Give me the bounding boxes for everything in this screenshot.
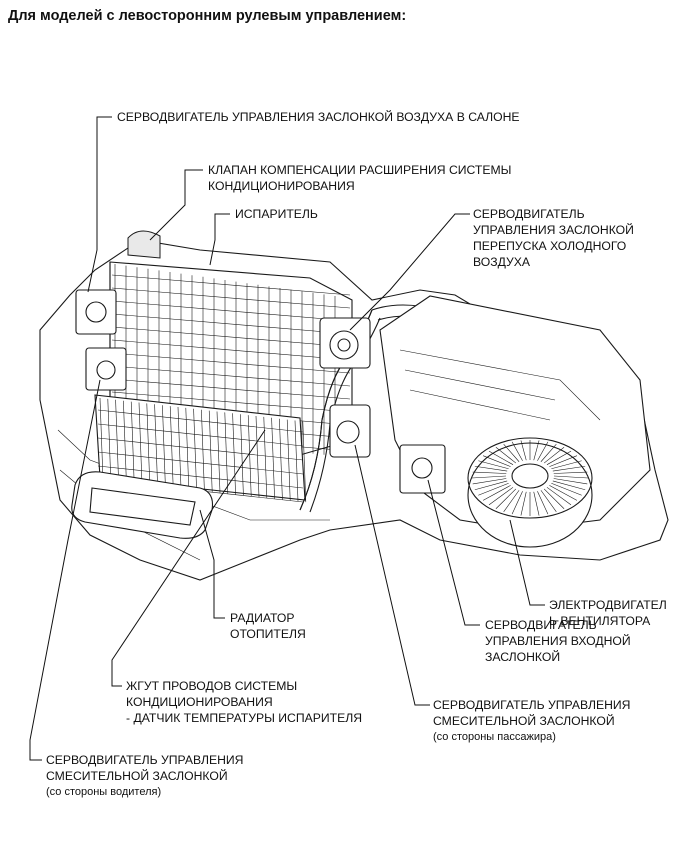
drawing-stroke <box>111 326 351 348</box>
drawing-stroke <box>478 482 509 496</box>
drawing-stroke <box>546 487 572 506</box>
drawing-stroke <box>271 417 275 499</box>
passenger-mix-servo-part <box>329 404 371 458</box>
label-evaporator: ИСПАРИТЕЛЬ <box>235 207 318 221</box>
drawing-stroke <box>543 488 565 509</box>
drawing-stroke <box>551 460 582 470</box>
label-blower-motor: ЭЛЕКТРОДВИГАТЕЛ Ь ВЕНТИЛЯТОРА <box>549 598 667 628</box>
drawing-stroke <box>503 490 520 513</box>
drawing-stroke <box>286 419 291 501</box>
drawing-stroke <box>279 418 283 500</box>
drawing-stroke <box>478 460 509 470</box>
inlet-damper-servo-part <box>399 444 446 494</box>
drawing-stroke <box>482 485 511 501</box>
drawing-stroke <box>474 480 508 491</box>
drawing-stroke <box>552 465 586 472</box>
drawing-stroke <box>511 491 523 515</box>
drawing-stroke <box>488 450 514 465</box>
drawing-stroke <box>511 441 523 461</box>
cold-bypass-servo-part <box>319 317 371 369</box>
drawing-stroke <box>553 475 589 479</box>
drawing-stroke <box>520 440 527 461</box>
drawing-stroke <box>111 365 351 387</box>
label-expansion-valve: КЛАПАН КОМПЕНСАЦИИ РАСШИРЕНИЯ СИСТЕМЫ КО… <box>208 163 512 193</box>
label-inlet-damper-servo: СЕРВОДВИГАТЕЛЬ УПРАВЛЕНИЯ ВХОДНОЙ ЗАСЛОН… <box>485 618 631 664</box>
drawing-stroke <box>495 447 517 464</box>
drawing-stroke <box>111 274 351 296</box>
drawing-stroke <box>294 420 299 502</box>
drawing-stroke <box>553 471 588 474</box>
front-duct <box>71 471 214 539</box>
drawing-stroke <box>111 339 351 361</box>
driver-mix-servo-part <box>85 347 127 391</box>
drawing-stroke <box>546 450 572 465</box>
drawing-stroke <box>111 378 351 400</box>
drawing-stroke <box>495 488 517 509</box>
drawing-stroke <box>540 490 557 513</box>
drawing-stroke <box>549 485 578 501</box>
leader-lines <box>29 116 545 761</box>
drawing-stroke <box>111 352 351 374</box>
drawing-stroke <box>97 423 304 447</box>
page-title: Для моделей с левосторонним рулевым упра… <box>8 8 407 24</box>
drawing-stroke <box>482 455 511 467</box>
drawing-stroke <box>472 471 507 474</box>
label-cold-bypass-damper-servo: СЕРВОДВИГАТЕЛЬ УПРАВЛЕНИЯ ЗАСЛОНКОЙ ПЕРЕ… <box>473 207 634 269</box>
drawing-stroke <box>537 491 549 515</box>
label-passenger-mix-servo: СЕРВОДВИГАТЕЛЬ УПРАВЛЕНИЯ СМЕСИТЕЛЬНОЙ З… <box>433 698 631 743</box>
drawing-stroke <box>488 487 514 506</box>
drawing-stroke <box>111 300 351 322</box>
drawing-stroke <box>543 447 565 464</box>
drawing-stroke <box>533 491 540 516</box>
drawing-stroke <box>111 313 351 335</box>
drawing-stroke <box>549 455 578 467</box>
heater-radiator-core <box>94 394 307 503</box>
drawing-stroke <box>551 482 582 496</box>
drawing-stroke <box>553 478 588 485</box>
drawing-stroke <box>97 437 304 461</box>
label-heater-radiator: РАДИАТОР ОТОПИТЕЛЯ <box>230 611 306 641</box>
label-driver-mix-servo: СЕРВОДВИГАТЕЛЬ УПРАВЛЕНИЯ СМЕСИТЕЛЬНОЙ З… <box>46 753 244 798</box>
drawing-stroke <box>472 478 507 485</box>
cabin-air-damper-servo-part <box>75 289 117 335</box>
drawing-stroke <box>552 480 586 491</box>
drawing-stroke <box>540 443 557 462</box>
drawing-stroke <box>111 287 351 309</box>
drawing-stroke <box>97 465 304 489</box>
drawing-stroke <box>503 443 520 462</box>
drawing-stroke <box>474 465 508 472</box>
drawing-stroke <box>111 391 351 413</box>
drawing-stroke <box>520 491 527 516</box>
drawing-stroke <box>97 451 304 475</box>
label-wire-harness: ЖГУТ ПРОВОДОВ СИСТЕМЫ КОНДИЦИОНИРОВАНИЯ … <box>126 679 362 725</box>
drawing-stroke <box>471 475 507 479</box>
drawing-stroke <box>97 409 304 433</box>
drawing-stroke <box>537 441 549 461</box>
label-cabin-air-damper-servo: СЕРВОДВИГАТЕЛЬ УПРАВЛЕНИЯ ЗАСЛОНКОЙ ВОЗД… <box>117 110 520 124</box>
drawing-stroke <box>533 440 540 461</box>
drawing-stroke <box>302 421 307 503</box>
blower-motor-fan <box>467 437 593 548</box>
